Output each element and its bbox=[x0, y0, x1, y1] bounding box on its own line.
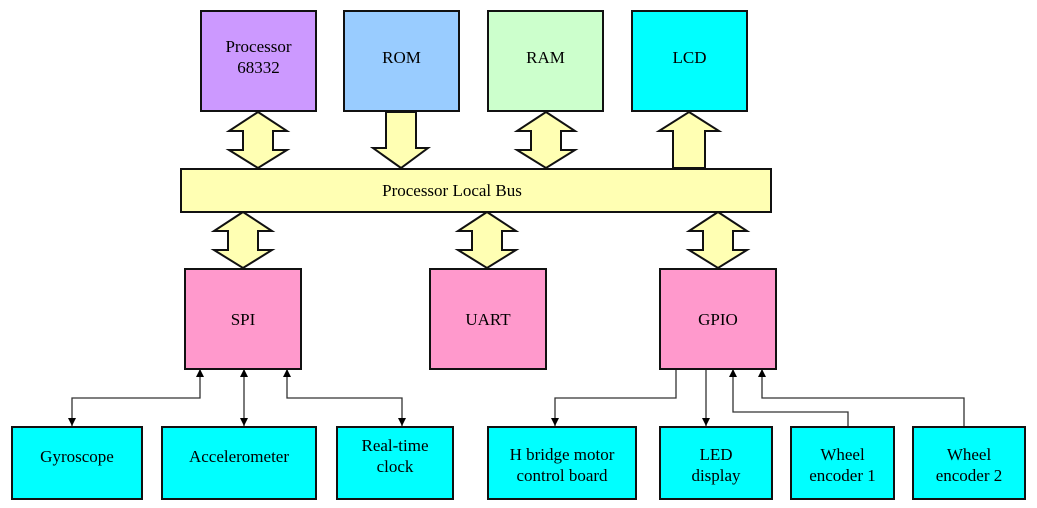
processor-block: Processor 68332 bbox=[200, 10, 317, 112]
lcd-block: LCD bbox=[631, 10, 748, 112]
uart-block: UART bbox=[429, 268, 547, 370]
spi-block: SPI bbox=[184, 268, 302, 370]
gpio-block: GPIO bbox=[659, 268, 777, 370]
enc1-gpio-link bbox=[729, 369, 849, 426]
lcd-bus-arrow bbox=[655, 110, 723, 169]
rtc-block: Real-time clock bbox=[336, 426, 454, 500]
gyroscope-block: Gyroscope bbox=[11, 426, 143, 500]
uart-bus-arrow bbox=[454, 210, 520, 270]
led-display-block: LED display bbox=[659, 426, 773, 500]
spi-gyroscope-link bbox=[68, 369, 204, 426]
gpio-hbridge-link bbox=[551, 370, 677, 426]
wheel-encoder-1-block: Wheel encoder 1 bbox=[790, 426, 895, 500]
rom-bus-arrow bbox=[369, 111, 432, 170]
wheel-encoder-2-block: Wheel encoder 2 bbox=[912, 426, 1026, 500]
spi-bus-arrow bbox=[210, 210, 276, 270]
enc2-gpio-link bbox=[758, 369, 965, 426]
rom-block: ROM bbox=[343, 10, 460, 112]
spi-rtc-link bbox=[283, 369, 406, 426]
hbridge-block: H bridge motor control board bbox=[487, 426, 637, 500]
bus-label: Processor Local Bus bbox=[382, 180, 522, 200]
accelerometer-block: Accelerometer bbox=[161, 426, 317, 500]
processor-local-bus: Processor Local Bus bbox=[180, 168, 772, 213]
ram-block: RAM bbox=[487, 10, 604, 112]
processor-bus-arrow bbox=[225, 110, 291, 170]
ram-bus-arrow bbox=[513, 110, 579, 170]
gpio-bus-arrow bbox=[685, 210, 751, 270]
